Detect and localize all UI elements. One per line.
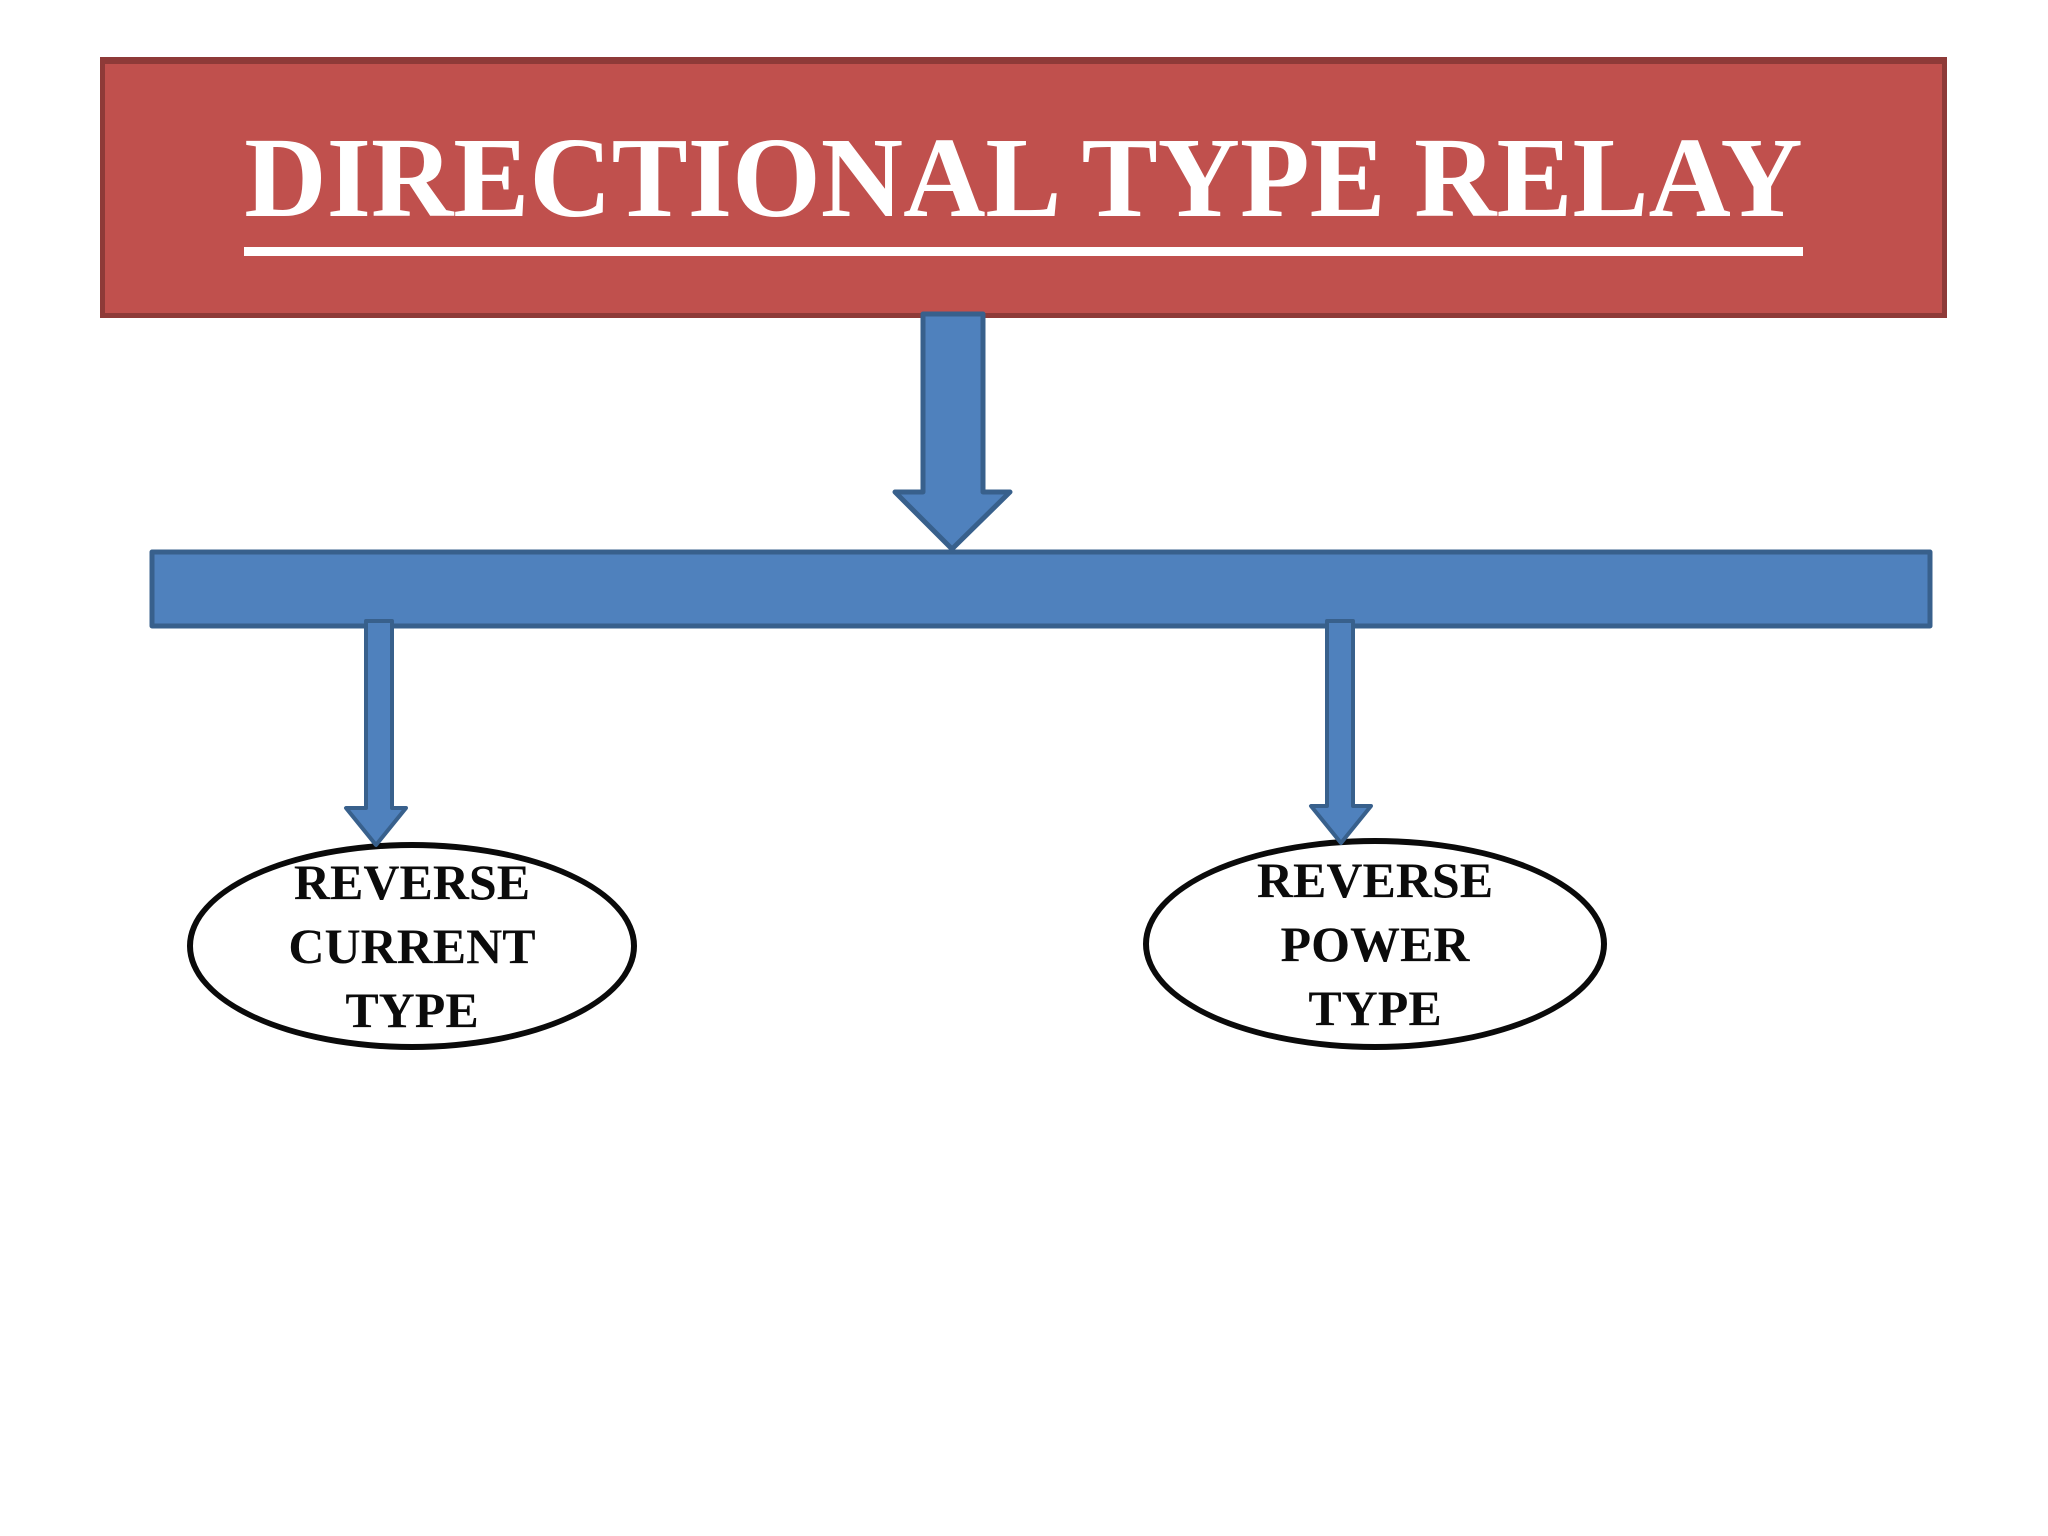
node-text-line: TYPE — [1308, 980, 1442, 1036]
down-arrow-left-icon — [344, 619, 408, 847]
node-text-line: REVERSE — [293, 854, 531, 910]
connector-bar — [149, 549, 1933, 629]
node-reverse-power-type: REVERSE POWER TYPE — [1143, 838, 1607, 1050]
down-arrow-right-icon — [1309, 619, 1373, 845]
node-text-line: CURRENT — [288, 918, 536, 974]
node-reverse-current-type: REVERSE CURRENT TYPE — [187, 842, 637, 1050]
down-arrow-main-icon — [892, 311, 1013, 552]
title-text: DIRECTIONAL TYPE RELAY — [244, 121, 1803, 256]
node-text-line: TYPE — [345, 982, 479, 1038]
title-banner: DIRECTIONAL TYPE RELAY — [100, 57, 1947, 318]
node-text-line: POWER — [1280, 916, 1470, 972]
node-text-line: REVERSE — [1256, 852, 1494, 908]
